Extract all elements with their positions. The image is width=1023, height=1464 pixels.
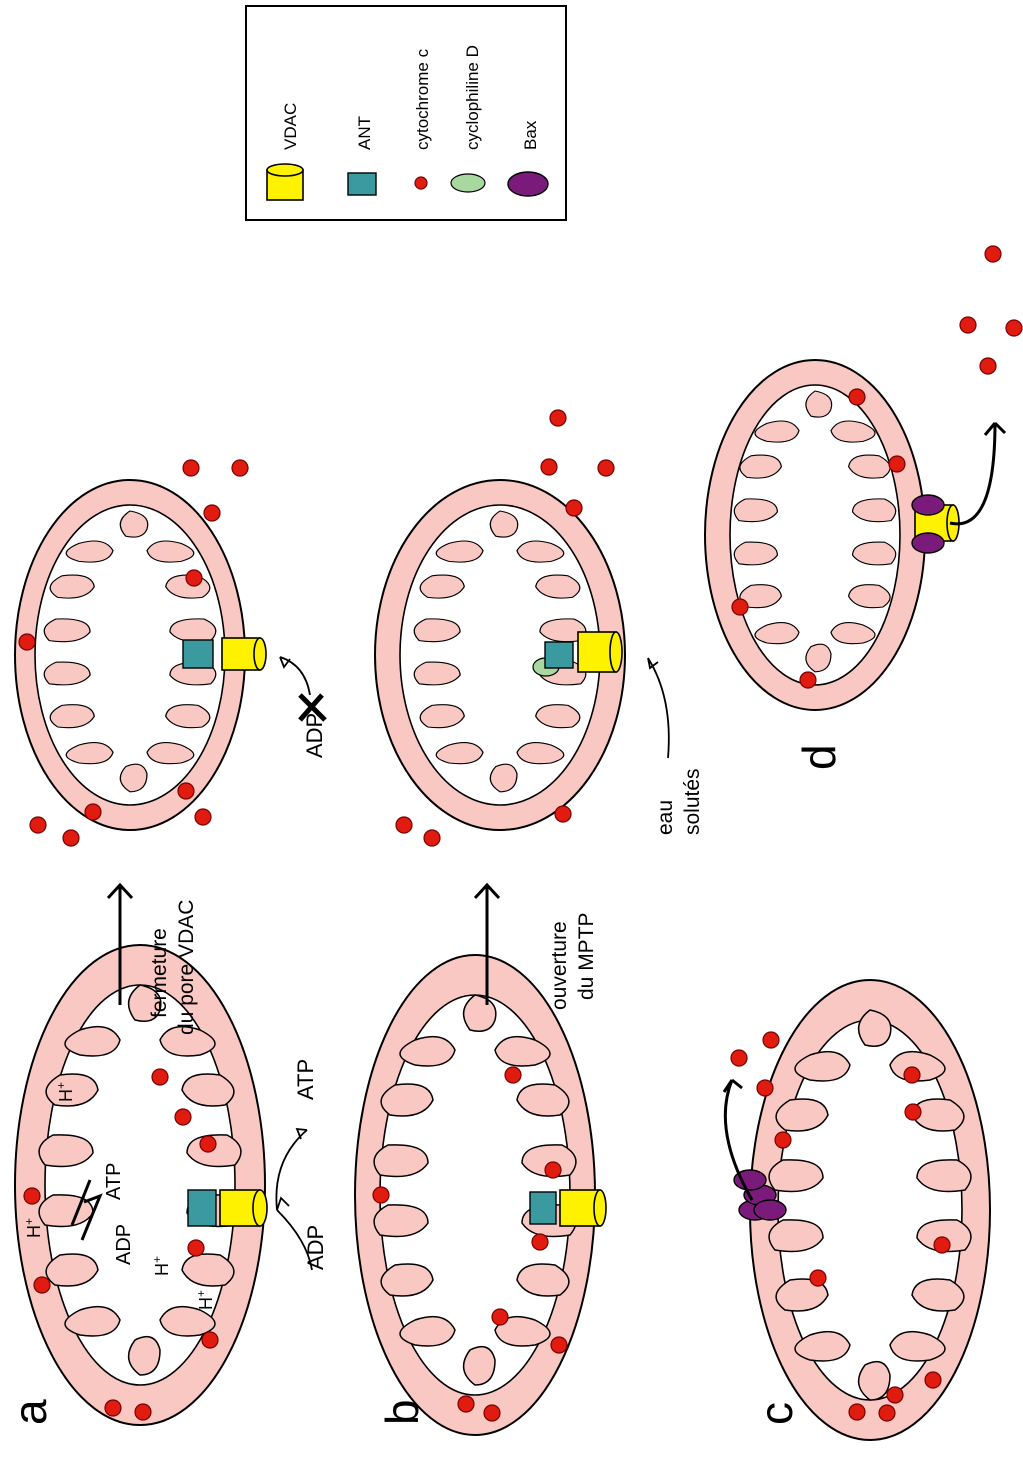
legend-label-bax: Bax [521,120,540,150]
adp-inner-label: ADP [113,1224,135,1265]
fermeture-text-line1: fermeture [148,928,171,1018]
fermeture-text-line2: du pore VDAC [175,900,198,1035]
panel-letter-d: d [793,744,845,770]
vdac-b2 [578,632,622,672]
vdac-b [560,1190,606,1226]
atp-inner-label: ATP [103,1163,125,1200]
cytochrome-c-released-d [960,246,1022,374]
vdac-cylinder-icon [267,164,303,200]
panel-letter-c: c [750,1402,802,1425]
vdac-a [220,1190,267,1226]
adp-blocked-arrow [280,657,310,695]
atp-outer-label: ATP [293,1059,318,1100]
mitochondrion-b [355,955,595,1435]
eau-label: eau [654,800,677,835]
ant-a2 [183,640,213,668]
mitochondrion-d [705,360,925,710]
legend-label-vdac: VDAC [281,103,300,150]
eau-solutes-arrow [648,658,669,758]
adp-outer-label: ADP [303,1225,328,1270]
vdac-a2 [222,638,266,670]
green-ellipse-icon [451,174,485,192]
legend-box: VDAC ANT cytochrome c cyclophiline D Bax [246,6,566,220]
panel-letter-a: a [4,1399,56,1425]
ant-b [530,1192,556,1224]
release-arrow-d [950,423,1005,524]
ant-a [188,1190,216,1226]
ouverture-text-line1: ouverture [548,921,571,1010]
ant-square-icon [348,173,376,195]
legend-label-cytochrome-c: cytochrome c [413,48,432,150]
solutes-label: solutés [681,768,704,835]
ant-b2 [545,642,573,668]
mitochondrion-a [15,945,265,1425]
purple-ellipse-icon [508,172,548,196]
ouverture-text-line2: du MPTP [575,912,598,1000]
legend-label-ant: ANT [355,116,374,150]
legend-label-cyclophiline-d: cyclophiline D [463,45,482,150]
red-dot-icon [415,177,427,189]
